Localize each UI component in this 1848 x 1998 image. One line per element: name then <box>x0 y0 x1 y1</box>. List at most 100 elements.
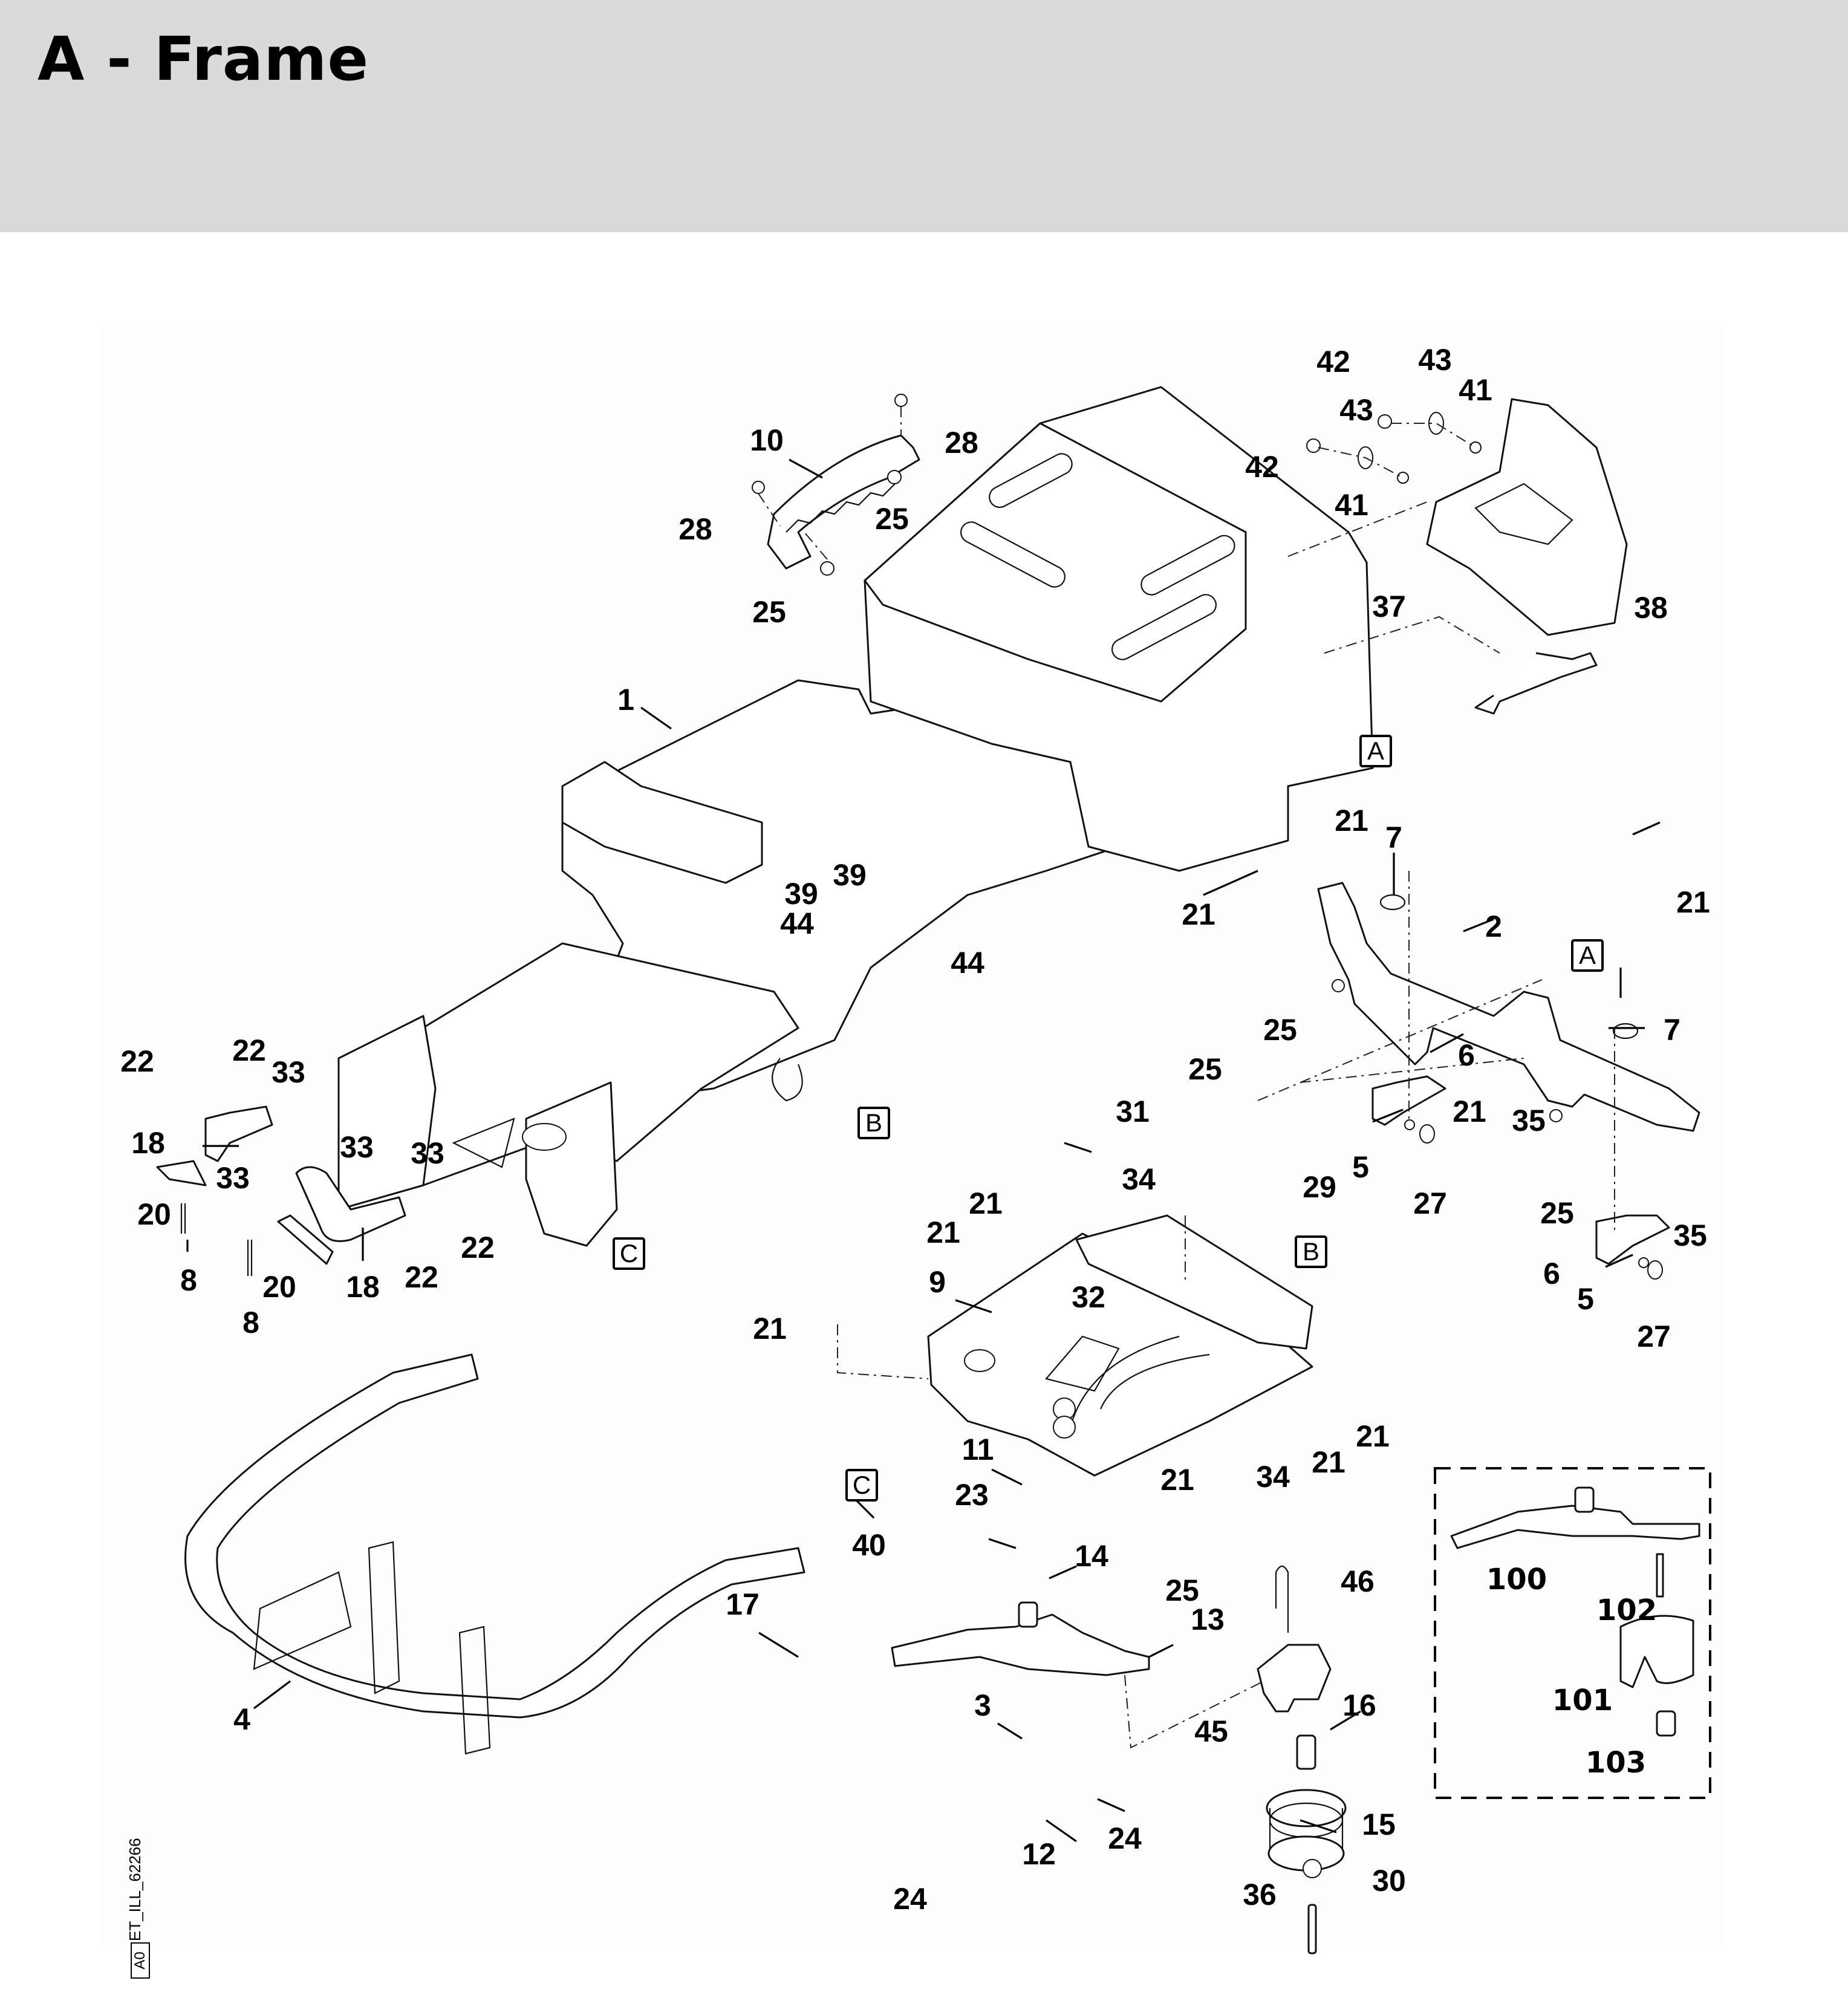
callout-2[interactable]: 2 <box>1485 910 1502 943</box>
callout-21[interactable]: 21 <box>969 1186 1003 1220</box>
callout-24[interactable]: 24 <box>1108 1821 1142 1855</box>
callout-21[interactable]: 21 <box>753 1312 787 1346</box>
callout-25[interactable]: 25 <box>1540 1196 1574 1230</box>
callout-44[interactable]: 44 <box>951 946 984 980</box>
callout-10[interactable]: 10 <box>750 423 784 457</box>
callout-22[interactable]: 22 <box>461 1231 495 1264</box>
callout-41[interactable]: 41 <box>1459 373 1492 407</box>
callout-46[interactable]: 46 <box>1341 1564 1375 1598</box>
callout-23[interactable]: 23 <box>955 1478 989 1512</box>
callout-7[interactable]: 7 <box>1664 1013 1680 1047</box>
callout-13[interactable]: 13 <box>1191 1603 1225 1636</box>
callout-14[interactable]: 14 <box>1075 1539 1108 1573</box>
drawing-revision: A0 <box>132 1951 148 1970</box>
callout-28[interactable]: 28 <box>678 512 712 546</box>
callout-17[interactable]: 17 <box>726 1587 760 1621</box>
callout-21[interactable]: 21 <box>926 1215 960 1249</box>
reference-marker-b[interactable]: B <box>1295 1235 1327 1268</box>
callout-102[interactable]: 102 <box>1596 1593 1658 1627</box>
callout-27[interactable]: 27 <box>1637 1320 1671 1353</box>
callout-28[interactable]: 28 <box>945 426 978 460</box>
drawing-id: ET_ILL_62266 <box>126 1838 144 1941</box>
callout-42[interactable]: 42 <box>1245 450 1279 484</box>
leader-lines <box>186 458 1661 1843</box>
callout-9[interactable]: 9 <box>929 1265 946 1299</box>
callout-42[interactable]: 42 <box>1316 345 1350 379</box>
callout-38[interactable]: 38 <box>1634 591 1668 625</box>
callout-18[interactable]: 18 <box>346 1270 380 1304</box>
callout-25[interactable]: 25 <box>875 502 909 536</box>
callout-8[interactable]: 8 <box>180 1263 197 1297</box>
callout-5[interactable]: 5 <box>1577 1282 1594 1316</box>
front-bumper-part <box>184 1353 805 1755</box>
callout-37[interactable]: 37 <box>1372 590 1406 623</box>
callout-22[interactable]: 22 <box>120 1044 154 1078</box>
callout-33[interactable]: 33 <box>411 1136 444 1170</box>
reference-marker-a[interactable]: A <box>1571 939 1604 972</box>
callout-21[interactable]: 21 <box>1676 885 1710 919</box>
callout-25[interactable]: 25 <box>752 595 786 629</box>
alternative-parts-inset <box>1434 1467 1711 1799</box>
callout-12[interactable]: 12 <box>1022 1837 1056 1871</box>
callout-32[interactable]: 32 <box>1072 1280 1105 1314</box>
callout-1[interactable]: 1 <box>617 683 634 717</box>
callout-103[interactable]: 103 <box>1585 1746 1647 1780</box>
callout-44[interactable]: 44 <box>780 906 814 940</box>
battery-tray-part <box>1287 398 1628 715</box>
page-header: A - Frame <box>0 0 1848 232</box>
callout-39[interactable]: 39 <box>833 858 867 892</box>
callout-33[interactable]: 33 <box>216 1161 250 1195</box>
callout-34[interactable]: 34 <box>1122 1162 1156 1196</box>
callout-31[interactable]: 31 <box>1116 1095 1150 1128</box>
reference-marker-c[interactable]: C <box>613 1237 645 1270</box>
callout-36[interactable]: 36 <box>1243 1878 1277 1912</box>
callout-34[interactable]: 34 <box>1256 1460 1290 1494</box>
callout-21[interactable]: 21 <box>1182 897 1215 931</box>
callout-25[interactable]: 25 <box>1263 1013 1297 1047</box>
callout-5[interactable]: 5 <box>1352 1150 1369 1184</box>
callout-45[interactable]: 45 <box>1194 1714 1228 1748</box>
callout-22[interactable]: 22 <box>232 1033 266 1067</box>
callout-8[interactable]: 8 <box>242 1306 259 1339</box>
callout-6[interactable]: 6 <box>1458 1038 1475 1072</box>
callout-101[interactable]: 101 <box>1552 1684 1613 1717</box>
callout-3[interactable]: 3 <box>974 1688 991 1722</box>
callout-24[interactable]: 24 <box>893 1882 927 1916</box>
callout-6[interactable]: 6 <box>1543 1257 1560 1290</box>
main-frame-part <box>337 386 1374 1247</box>
callout-20[interactable]: 20 <box>262 1270 296 1304</box>
callout-22[interactable]: 22 <box>405 1260 438 1294</box>
callout-21[interactable]: 21 <box>1453 1095 1486 1128</box>
callout-21[interactable]: 21 <box>1160 1463 1194 1497</box>
callout-7[interactable]: 7 <box>1385 821 1402 854</box>
reference-marker-b[interactable]: B <box>857 1107 890 1139</box>
callout-25: 25 <box>1165 1573 1199 1607</box>
reference-marker-c[interactable]: C <box>845 1469 878 1502</box>
callout-100[interactable]: 100 <box>1486 1563 1547 1596</box>
callout-4[interactable]: 4 <box>233 1702 250 1736</box>
callout-35[interactable]: 35 <box>1512 1104 1546 1137</box>
callout-29[interactable]: 29 <box>1303 1170 1336 1204</box>
drawing-revision-box: A0 <box>131 1942 150 1979</box>
callout-15[interactable]: 15 <box>1362 1808 1396 1841</box>
callout-33[interactable]: 33 <box>340 1130 374 1164</box>
callout-16[interactable]: 16 <box>1342 1688 1376 1722</box>
callout-35[interactable]: 35 <box>1673 1219 1707 1252</box>
callout-11[interactable]: 11 <box>961 1433 994 1466</box>
callout-39[interactable]: 39 <box>784 877 818 911</box>
callout-20[interactable]: 20 <box>137 1197 171 1231</box>
callout-43[interactable]: 43 <box>1339 393 1373 427</box>
callout-40[interactable]: 40 <box>852 1528 886 1562</box>
callout-21[interactable]: 21 <box>1335 804 1368 838</box>
callout-30[interactable]: 30 <box>1372 1864 1406 1898</box>
callout-27[interactable]: 27 <box>1413 1186 1447 1220</box>
callout-21[interactable]: 21 <box>1356 1419 1390 1453</box>
callout-43[interactable]: 43 <box>1418 343 1452 377</box>
reference-marker-a[interactable]: A <box>1359 735 1392 767</box>
callout-25[interactable]: 25 <box>1188 1052 1222 1086</box>
callout-41[interactable]: 41 <box>1335 488 1368 522</box>
callout-21[interactable]: 21 <box>1312 1445 1345 1479</box>
callout-33[interactable]: 33 <box>272 1055 305 1089</box>
callout-18[interactable]: 18 <box>131 1126 165 1160</box>
